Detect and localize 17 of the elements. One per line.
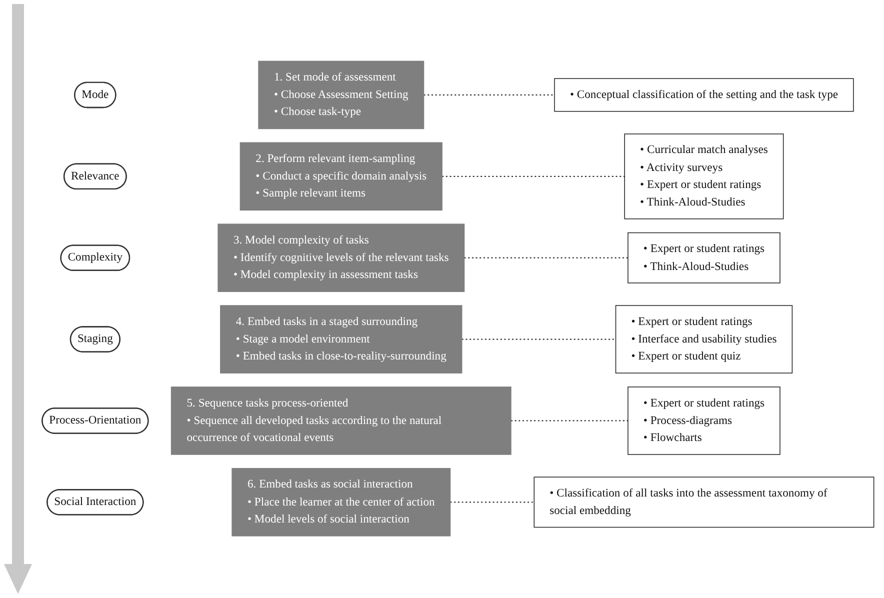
node-box: 1. Set mode of assessment • Choose Assessment Setting • Choose task-type xyxy=(258,61,424,130)
node-box: • Classification of all tasks into the assessment taxonomy of social embedding xyxy=(534,477,874,528)
node-box: • Expert or student ratings • Process-diagrams • Flowcharts xyxy=(628,387,780,456)
connector xyxy=(442,176,625,178)
node-box: 3. Model complexity of tasks • Identify cognitive levels of the relevant tasks • Model complexity in assessment tasks xyxy=(218,224,465,292)
connector xyxy=(424,94,554,96)
node-box: 2. Perform relevant item-sampling • Conduct a specific domain analysis • Sample relevant items xyxy=(240,142,442,211)
node-box: • Curricular match analyses • Activity surveys • Expert or student ratings • Think-Aloud-Studies xyxy=(624,134,784,220)
connector xyxy=(462,339,616,340)
node-box: 6. Embed tasks as social interaction • Place the learner at the center of action • Model levels of social interaction xyxy=(232,468,451,537)
node-box: • Expert or student ratings • Think-Aloud-Studies xyxy=(628,232,780,284)
connector xyxy=(450,502,534,504)
node-box: 4. Embed tasks in a staged surrounding • Stage a model environment • Embed tasks in close-to-reality-surrounding xyxy=(220,306,462,374)
connector xyxy=(464,258,628,259)
node-box: • Conceptual classification of the setting and the task type xyxy=(554,78,854,112)
node-box: 5. Sequence tasks process-oriented • Sequence all developed tasks according to the natural occurrence of vocational events xyxy=(170,387,512,456)
node-box: • Expert or student ratings • Interface and usability studies • Expert or student quiz xyxy=(615,306,793,374)
